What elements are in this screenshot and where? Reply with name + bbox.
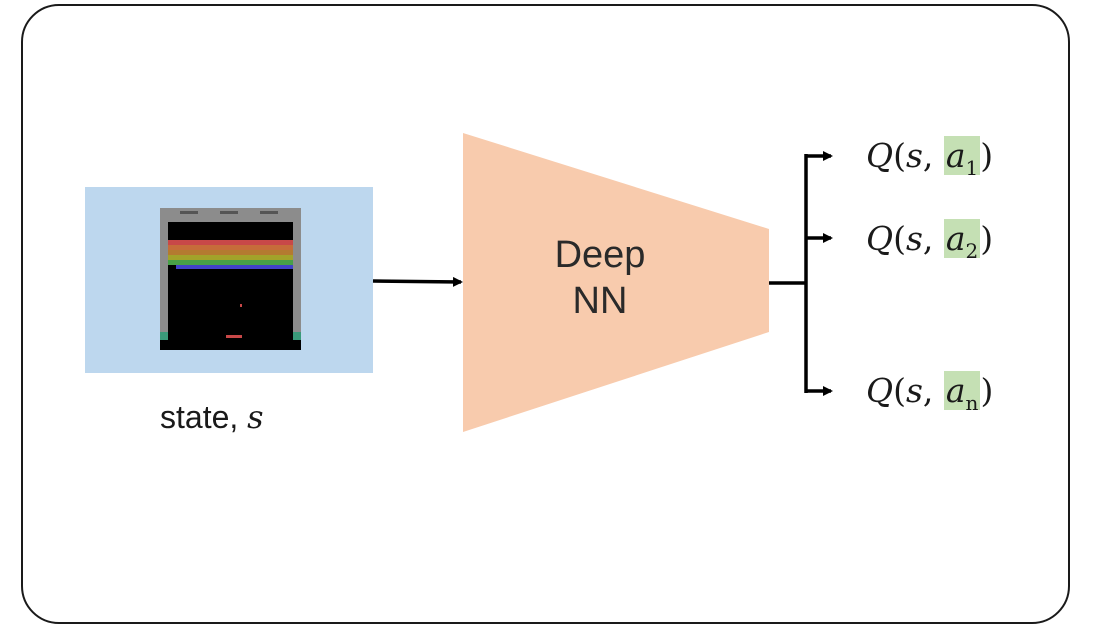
state-symbol: s [247, 398, 264, 436]
q-action: a [945, 136, 966, 175]
q-state: s [905, 136, 923, 175]
q-action-subscript: 2 [965, 239, 979, 263]
action-highlight: a1 [943, 136, 981, 180]
network-label: Deep NN [500, 232, 700, 324]
input-arrow [372, 276, 463, 287]
q-func: Q [866, 136, 894, 175]
q-action: a [945, 219, 966, 258]
diagram-shapes [372, 133, 833, 432]
q-value-n: Q(s, an) [866, 371, 994, 415]
network-trapezoid [463, 133, 769, 432]
q-value-1: Q(s, a1) [866, 136, 994, 180]
q-action: a [945, 371, 966, 410]
action-highlight: an [943, 371, 981, 415]
network-label-line2: NN [572, 280, 628, 322]
q-action-subscript: 1 [965, 156, 979, 180]
q-state: s [905, 371, 923, 410]
q-state: s [905, 219, 923, 258]
network-label-line1: Deep [554, 234, 646, 276]
q-func: Q [866, 219, 894, 258]
breakout-game-screenshot [160, 208, 301, 350]
q-func: Q [866, 371, 894, 410]
q-action-subscript: n [965, 391, 979, 415]
state-caption: state, s [160, 398, 264, 436]
q-value-2: Q(s, a2) [866, 219, 994, 263]
action-highlight: a2 [943, 219, 981, 263]
state-caption-text: state, [160, 399, 239, 435]
